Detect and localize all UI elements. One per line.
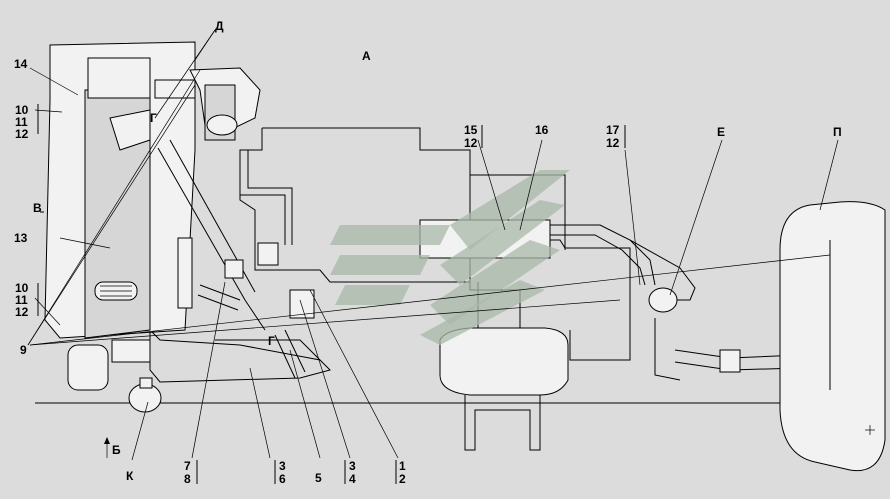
callout-6: 6 — [279, 472, 286, 486]
callout-15: 15 — [464, 123, 478, 137]
radiator-bracket — [109, 109, 151, 151]
callout-2: 2 — [399, 472, 406, 486]
label-g-lower: Г — [268, 334, 275, 348]
callout-13: 13 — [14, 231, 28, 245]
label-e: Е — [717, 125, 725, 139]
callout-12-top: 12 — [15, 127, 29, 141]
callout-1: 1 — [399, 459, 406, 473]
callout-12-c: 12 — [464, 136, 478, 150]
callout-10-bottom: 10 — [15, 281, 29, 295]
callout-14: 14 — [14, 57, 28, 71]
label-d: Д — [215, 19, 224, 33]
callout-3-a: 3 — [279, 459, 286, 473]
leader-lines — [27, 29, 839, 484]
label-v: В — [33, 201, 42, 215]
callout-12-d: 12 — [606, 136, 620, 150]
callout-7: 7 — [184, 459, 191, 473]
label-k: К — [126, 469, 134, 483]
callout-5: 5 — [315, 471, 322, 485]
callout-11-bottom: 11 — [15, 293, 28, 307]
callout-17: 17 — [606, 123, 620, 137]
label-g-upper: Г — [150, 111, 157, 125]
watermark-logo — [330, 170, 570, 345]
view-label-a: А — [362, 49, 371, 63]
radiator-tank — [87, 57, 151, 99]
label-b: Б — [112, 443, 121, 457]
radiator-side-rail — [177, 237, 193, 309]
callout-10-top: 10 — [15, 103, 29, 117]
callout-3-b: 3 — [349, 459, 356, 473]
callout-9: 9 — [20, 343, 27, 357]
callout-8: 8 — [184, 472, 191, 486]
cab-outline — [779, 201, 886, 472]
callout-12-bottom: 12 — [15, 305, 29, 319]
callout-4: 4 — [349, 472, 356, 486]
fan-housing — [189, 67, 261, 141]
callout-16: 16 — [535, 123, 549, 137]
seat-base — [439, 327, 569, 451]
callout-11-top: 11 — [15, 115, 28, 129]
radiator-assembly — [44, 41, 196, 339]
lower-pulleys — [67, 339, 162, 413]
valve-e — [648, 287, 678, 313]
label-p: П — [833, 125, 842, 139]
